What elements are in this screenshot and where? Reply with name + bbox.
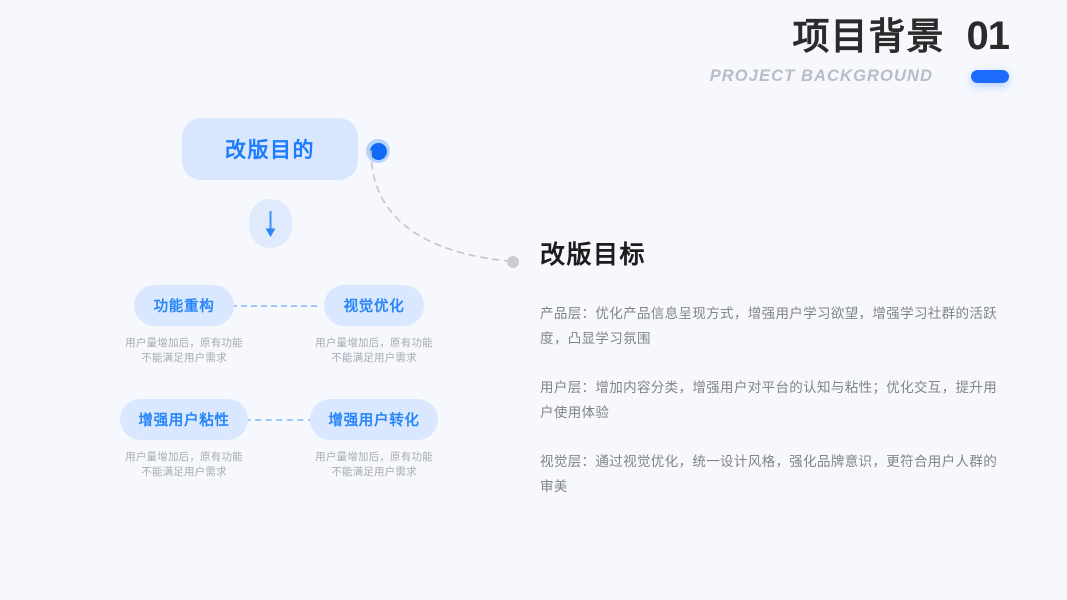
decorative-pill-icon [971,69,1009,83]
blue-node-dot-inner [369,142,387,160]
curved-dashed-connector [370,150,509,262]
diagram-area: 改版目的 功能重构 用户量增加后，原有功能 不能满足用户需求 视觉优化 用户量增… [0,118,560,499]
blue-node-dot-icon [366,139,390,163]
diagram-node-caption: 用户量增加后，原有功能 不能满足用户需求 [315,337,433,365]
header-subtitle-row: PROJECT BACKGROUND [710,68,1009,85]
diagram-cell-functional-rebuild: 功能重构 用户量增加后，原有功能 不能满足用户需求 [99,285,269,366]
diagram-cell-user-conversion: 增强用户转化 用户量增加后，原有功能 不能满足用户需求 [289,399,459,480]
goals-paragraph-user: 用户层：增加内容分类，增强用户对平台的认知与粘性；优化交互，提升用户使用体验 [540,379,998,420]
down-arrow-icon [265,210,276,237]
header-title-row: 项目背景 01 [793,16,1010,56]
section-number: 01 [966,14,1010,58]
goals-panel-title: 改版目标 [540,241,647,269]
diagram-node-caption: 用户量增加后，原有功能 不能满足用户需求 [125,337,243,365]
page-title: 项目背景 [792,16,945,57]
page-subtitle: PROJECT BACKGROUND [709,67,933,85]
curve-end-dot-icon [507,256,519,268]
goals-paragraph-product: 产品层：优化产品信息呈现方式，增强用户学习欲望，增强学习社群的活跃度，凸显学习氛… [540,306,998,346]
goals-paragraph-visual: 视觉层：通过视觉优化，统一设计风格，强化品牌意识，更符合用户人群的审美 [540,453,998,494]
diagram-main-node[interactable]: 改版目的 [182,118,358,180]
down-arrow-badge [249,199,292,248]
diagram-node-caption: 用户量增加后，原有功能 不能满足用户需求 [125,451,243,479]
row-2-dashed-link [234,419,314,421]
diagram-node-label: 视觉优化 [343,299,405,315]
diagram-cell-visual-optimization: 视觉优化 用户量增加后，原有功能 不能满足用户需求 [289,285,459,366]
row-1-dashed-link [231,305,317,307]
page-header: 项目背景 01 PROJECT BACKGROUND [547,0,1067,110]
diagram-cell-user-stickiness: 增强用户粘性 用户量增加后，原有功能 不能满足用户需求 [99,399,269,480]
goals-panel-body: 产品层：优化产品信息呈现方式，增强用户学习欲望，增强学习社群的活跃度，凸显学习氛… [540,302,1010,500]
diagram-row-1: 功能重构 用户量增加后，原有功能 不能满足用户需求 视觉优化 用户量增加后，原有… [0,285,560,385]
diagram-node-user-conversion[interactable]: 增强用户转化 [310,399,438,440]
diagram-node-label: 增强用户转化 [328,413,420,429]
diagram-main-node-label: 改版目的 [225,139,315,162]
diagram-row-2: 增强用户粘性 用户量增加后，原有功能 不能满足用户需求 增强用户转化 用户量增加… [0,399,560,499]
diagram-node-caption: 用户量增加后，原有功能 不能满足用户需求 [315,451,433,479]
diagram-node-label: 功能重构 [153,299,215,315]
diagram-node-functional-rebuild[interactable]: 功能重构 [134,285,234,326]
diagram-node-user-stickiness[interactable]: 增强用户粘性 [120,399,248,440]
diagram-node-label: 增强用户粘性 [138,413,230,429]
goals-panel: 改版目标 产品层：优化产品信息呈现方式，增强用户学习欲望，增强学习社群的活跃度，… [540,240,1010,500]
diagram-node-visual-optimization[interactable]: 视觉优化 [324,285,424,326]
